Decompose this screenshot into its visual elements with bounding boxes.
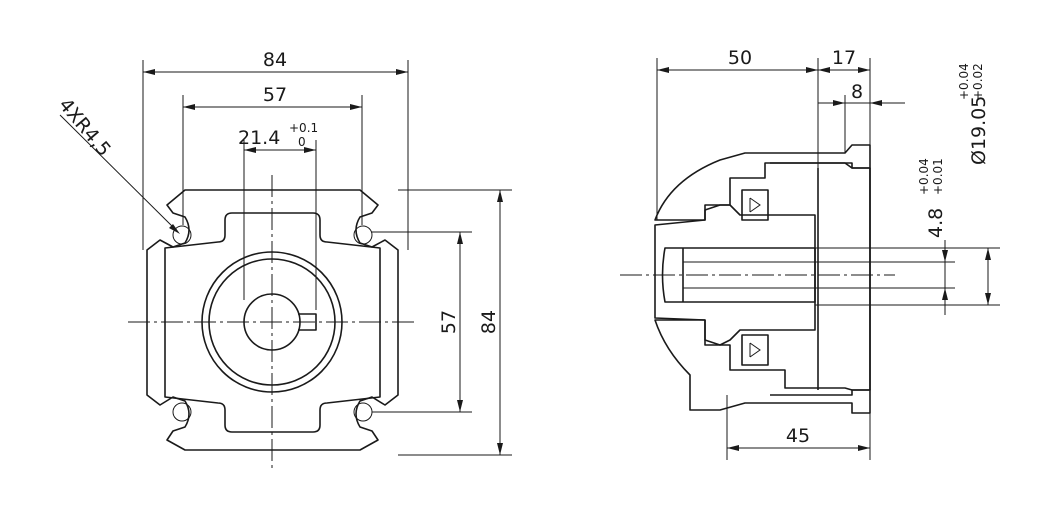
corner-hole-tr — [353, 225, 373, 245]
housing-bottom-section — [654, 319, 871, 414]
housing-outline — [770, 162, 871, 396]
dim-19-05-dia: Ø19.05 — [968, 96, 990, 165]
corner-hole-tl — [172, 225, 192, 245]
shaft-hub-section — [654, 204, 816, 346]
front-outer-profile — [146, 189, 399, 451]
bearing-bottom — [741, 334, 769, 366]
dim-4-8-tol-lower: +0.01 — [931, 158, 945, 195]
keyway — [298, 313, 317, 331]
radius-note: 4XR4,5 — [54, 94, 115, 161]
dim-84-height: 84 — [478, 310, 500, 334]
dim-21-4-bore: 21.4 — [238, 127, 280, 149]
radius-leader — [59, 114, 179, 233]
bearing-top — [741, 189, 769, 221]
dim-50-length: 50 — [728, 47, 752, 69]
dim-19-05-tol-upper: +0.04 — [957, 63, 971, 100]
dim-57-width: 57 — [263, 84, 287, 106]
dim-19-05-tol-lower: +0.02 — [971, 63, 985, 100]
front-inner-profile — [164, 212, 381, 433]
corner-hole-bl — [172, 402, 192, 422]
dim-21-4-tol-lower: 0 — [298, 135, 306, 149]
dim-4-8-tol-upper: +0.04 — [917, 158, 931, 195]
front-view: 84 57 21.4 +0.1 0 4XR4,5 57 84 — [54, 49, 512, 470]
shaft-bore — [661, 247, 816, 303]
housing-top-section — [654, 144, 871, 221]
dim-4-8-key: 4.8 — [925, 208, 947, 238]
dim-21-4-tol-upper: +0.1 — [289, 121, 318, 135]
dim-57-height: 57 — [438, 310, 460, 334]
side-view: 50 17 8 4.8 +0.04 +0.01 Ø19.05 +0.04 +0.… — [620, 47, 1000, 460]
dim-8-length: 8 — [851, 81, 863, 103]
dim-17-length: 17 — [832, 47, 856, 69]
dim-84-width: 84 — [263, 49, 287, 71]
dim-45-length: 45 — [786, 425, 810, 447]
